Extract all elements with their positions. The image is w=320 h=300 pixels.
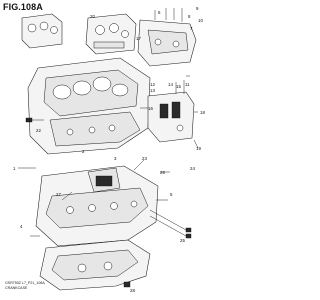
long-bolts: [149, 209, 192, 239]
figure-title: FIG.108A: [3, 2, 43, 12]
callout-16: 16: [148, 106, 153, 111]
drain-plug: [123, 281, 131, 288]
callout-2: 2: [82, 149, 85, 154]
callout-8: 8: [188, 14, 191, 19]
callout-4: 4: [20, 224, 23, 229]
callout-9: 9: [196, 6, 199, 11]
callout-3: 3: [114, 156, 117, 161]
callout-24: 24: [190, 166, 195, 171]
callout-22: 22: [36, 128, 41, 133]
callout-7: 7: [190, 26, 193, 31]
callout-17: 17: [136, 36, 141, 41]
callout-28: 28: [130, 288, 135, 293]
callout-6: 6: [158, 10, 161, 15]
callout-27: 27: [56, 192, 61, 197]
callout-18: 18: [200, 110, 205, 115]
callout-26: 26: [160, 170, 165, 175]
callout-5: 5: [170, 192, 173, 197]
upper-case-section: [85, 13, 137, 55]
exploded-view: 1 2 3 4 5 6 7 8 9 10 11 12 13 14 15 16 1…: [13, 6, 205, 293]
right-bracket-assembly: [147, 80, 195, 143]
callout-labels: 1 2 3 4 5 6 7 8 9 10 11 12 13 14 15 16 1…: [13, 6, 205, 293]
callout-15: 15: [176, 84, 181, 89]
callout-23: 23: [142, 156, 147, 161]
lower-crankcase: [35, 165, 159, 247]
gasket-top-left: [21, 13, 63, 49]
upper-crankcase: [27, 57, 151, 155]
right-upper-cover: [137, 8, 197, 67]
callout-10: 10: [198, 18, 203, 23]
callout-25: 25: [180, 238, 185, 243]
callout-13: 13: [150, 88, 155, 93]
diagram-canvas: FIG.108A: [3, 2, 205, 293]
callout-14: 14: [168, 82, 173, 87]
section-name: CRANKCASE: [5, 286, 28, 290]
callout-21: 21: [26, 118, 31, 123]
oil-pan: [39, 239, 151, 291]
callout-11: 11: [185, 82, 190, 87]
leader-lines: [18, 75, 199, 237]
callout-19: 19: [196, 146, 201, 151]
callout-12: 12: [150, 82, 155, 87]
model-code: GSR750Z L7_P21_108A: [5, 281, 45, 285]
callout-20: 20: [90, 14, 95, 19]
side-bolt: [25, 117, 44, 123]
callout-1: 1: [13, 166, 16, 171]
